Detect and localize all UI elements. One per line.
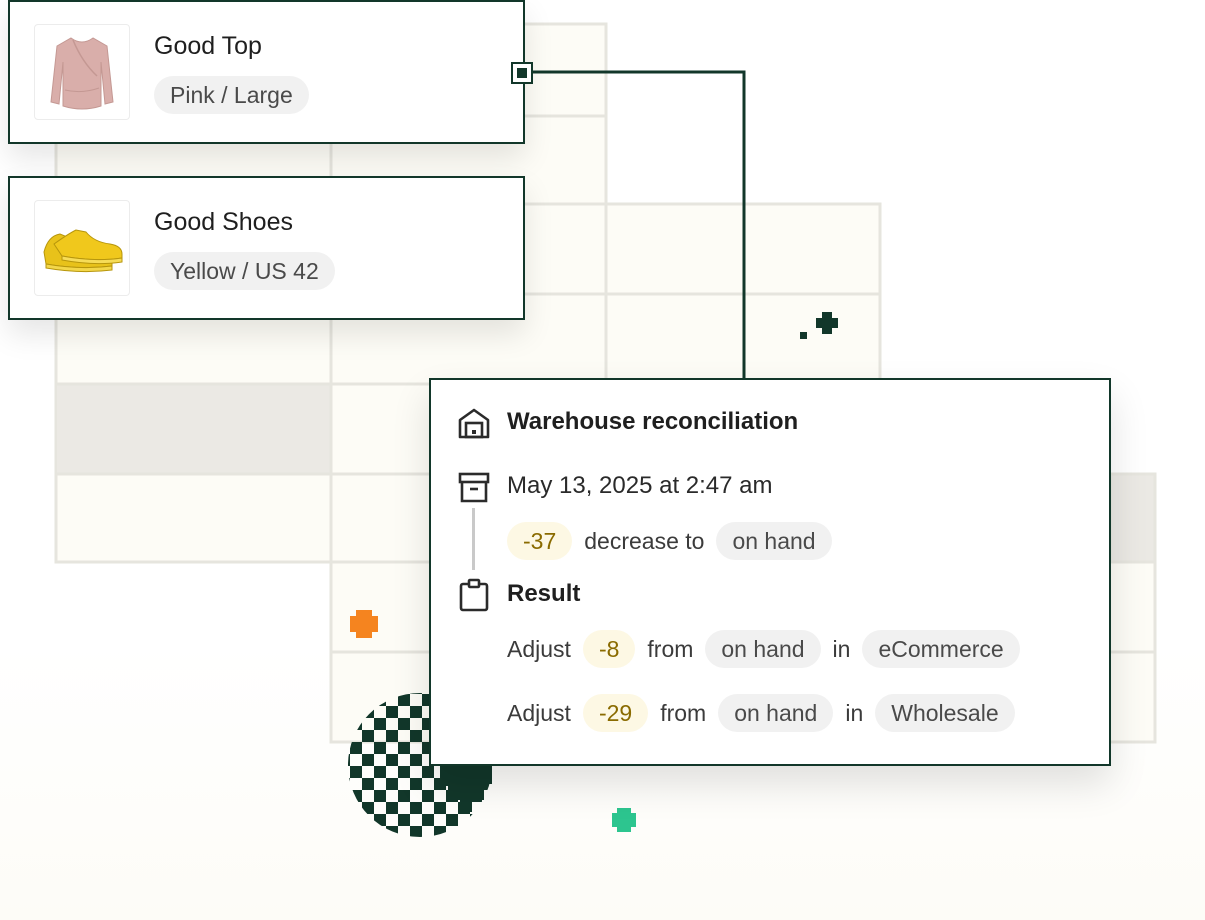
location-badge: on hand	[718, 694, 834, 732]
adjust-verb: Adjust	[507, 635, 571, 662]
sparkle-plus-icon	[800, 312, 838, 339]
adjust-verb: Adjust	[507, 699, 571, 726]
from-label: from	[660, 699, 707, 726]
yellow-sneakers-icon	[43, 229, 123, 273]
reconciliation-detail-card[interactable]: Warehouse reconciliation May 13, 2025 at…	[429, 378, 1111, 766]
connector-port[interactable]	[511, 62, 533, 84]
channel-badge: eCommerce	[862, 630, 1020, 668]
adjust-amount-badge: -29	[582, 694, 649, 732]
in-label: in	[832, 635, 851, 662]
variant-badge: Pink / Large	[154, 76, 309, 114]
product-thumbnail	[34, 24, 130, 120]
clipboard-icon	[455, 576, 493, 614]
product-name: Good Shoes	[154, 208, 293, 236]
product-name: Good Top	[154, 32, 262, 60]
adjustment-row: Adjust -8 from on hand in eCommerce	[507, 630, 1020, 668]
timeline-connector	[472, 508, 475, 570]
archive-box-icon	[455, 468, 493, 506]
variant-badge: Yellow / US 42	[154, 252, 335, 290]
pink-top-shirt-icon	[50, 37, 114, 110]
change-text: decrease to	[584, 527, 705, 554]
green-pixel-dot	[612, 808, 636, 832]
channel-badge: Wholesale	[875, 694, 1015, 732]
result-title: Result	[507, 580, 581, 607]
location-badge: on hand	[716, 522, 832, 560]
event-date: May 13, 2025 at 2:47 am	[507, 472, 773, 499]
from-label: from	[647, 635, 694, 662]
orange-pixel-dot	[350, 610, 378, 638]
product-thumbnail	[34, 200, 130, 296]
location-badge: on hand	[705, 630, 821, 668]
warehouse-icon	[455, 404, 493, 442]
adjust-amount-badge: -8	[582, 630, 636, 668]
change-amount-badge: -37	[507, 522, 573, 560]
detail-title: Warehouse reconciliation	[507, 408, 799, 435]
product-card-good-shoes[interactable]: Good Shoes Yellow / US 42	[8, 176, 525, 320]
in-label: in	[845, 699, 864, 726]
product-card-good-top[interactable]: Good Top Pink / Large	[8, 0, 525, 144]
adjustment-row: Adjust -29 from on hand in Wholesale	[507, 694, 1015, 732]
change-summary: -37 decrease to on hand	[507, 522, 832, 560]
